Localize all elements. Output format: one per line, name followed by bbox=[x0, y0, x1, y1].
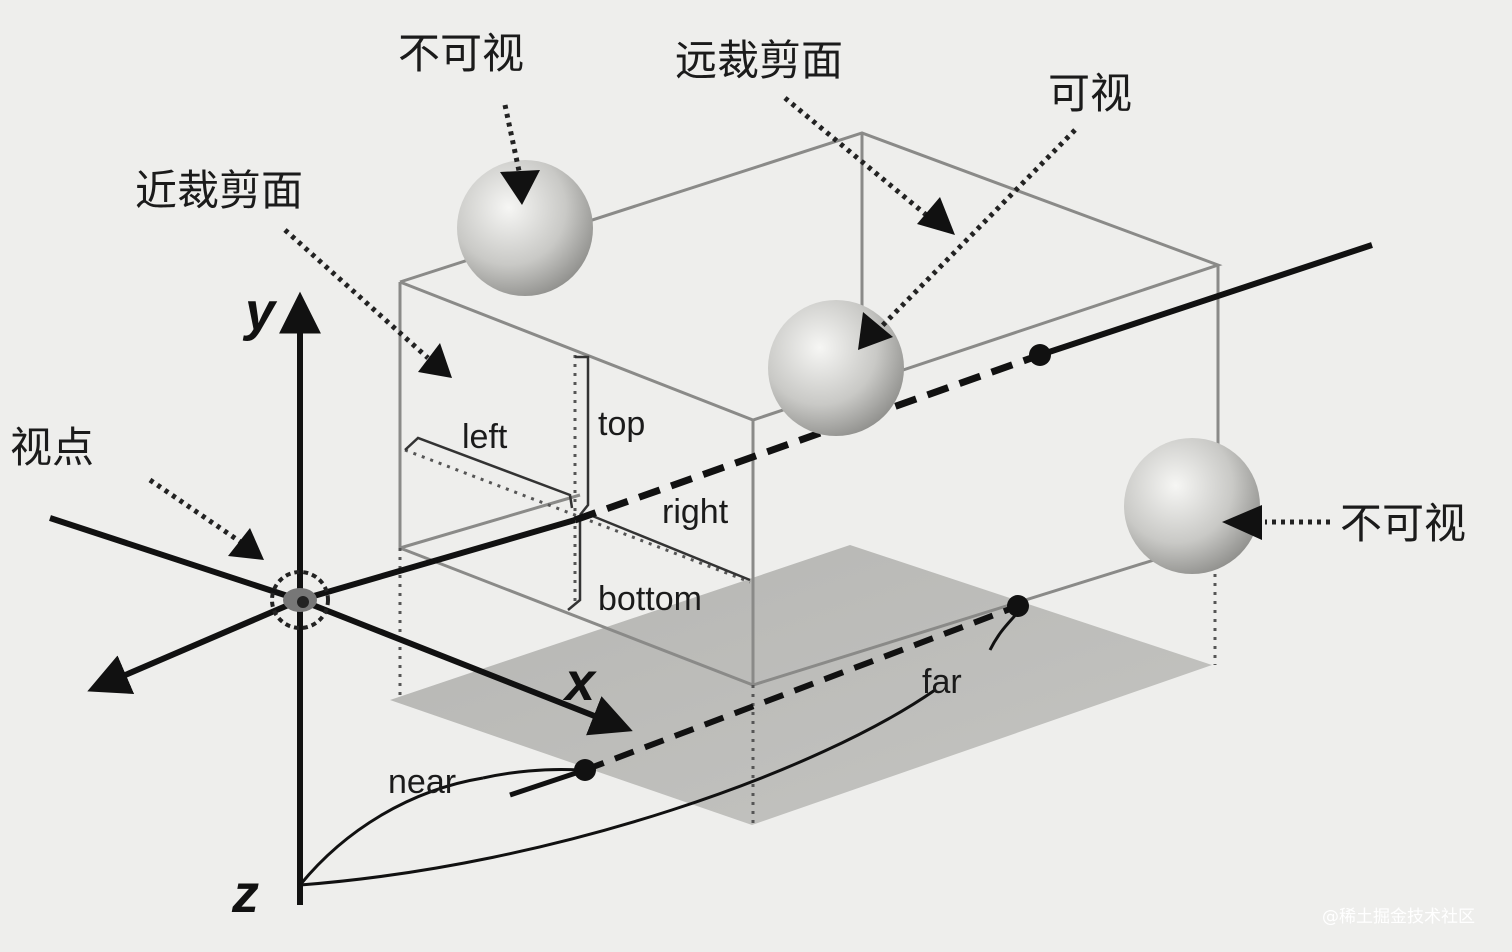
label-far-clip-plane: 远裁剪面 bbox=[675, 36, 843, 85]
axis-label-y: y bbox=[242, 282, 278, 342]
dotted-guides bbox=[398, 355, 1217, 825]
viewpoint-eye-icon bbox=[270, 570, 330, 630]
distance-curves bbox=[298, 611, 1020, 887]
label-right: right bbox=[662, 493, 729, 531]
label-left: left bbox=[462, 418, 508, 456]
z-axis bbox=[49, 515, 301, 603]
dimension-brackets bbox=[404, 355, 751, 611]
near-point bbox=[574, 759, 596, 781]
sight-line-solid bbox=[1039, 242, 1373, 358]
floor-line-solid bbox=[509, 767, 586, 798]
label-visible: 可视 bbox=[1048, 69, 1132, 118]
label-invisible-top: 不可视 bbox=[398, 29, 524, 78]
label-invisible-right: 不可视 bbox=[1340, 499, 1466, 548]
label-near: near bbox=[388, 763, 456, 801]
label-top: top bbox=[598, 405, 645, 443]
sphere-visible bbox=[768, 300, 904, 436]
far-point bbox=[1007, 595, 1029, 617]
axis-label-z: z bbox=[231, 864, 259, 924]
watermark: @稀土掘金技术社区 bbox=[1322, 907, 1475, 927]
floor-line-dashed bbox=[583, 603, 1020, 773]
pointer-arrows bbox=[148, 96, 1330, 548]
label-viewpoint: 视点 bbox=[10, 423, 94, 472]
label-near-clip-plane: 近裁剪面 bbox=[135, 166, 303, 215]
sphere-invisible-right bbox=[1124, 438, 1260, 574]
label-bottom: bottom bbox=[598, 580, 702, 618]
far-point-upper bbox=[1029, 344, 1051, 366]
axis-label-x: x bbox=[562, 652, 597, 712]
x-axis bbox=[298, 597, 633, 736]
pointer-arrowheads bbox=[228, 170, 1262, 560]
label-far: far bbox=[922, 663, 962, 701]
sight-line-dashed bbox=[573, 351, 1042, 524]
sphere-invisible-top bbox=[457, 160, 593, 296]
